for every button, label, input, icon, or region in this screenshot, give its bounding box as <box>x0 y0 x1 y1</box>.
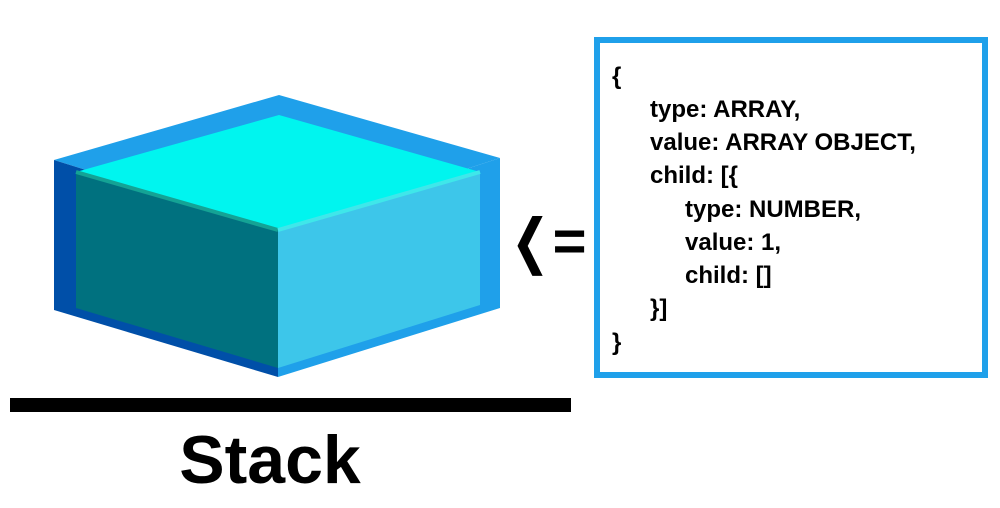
cube-edge-left <box>75 170 279 232</box>
code-line-child-open: child: [{ <box>650 162 738 189</box>
push-arrow: ❬= <box>506 209 586 274</box>
code-line-open-brace: { <box>612 63 622 90</box>
code-line-type: type: ARRAY, <box>650 96 801 123</box>
code-line-child-close: }] <box>650 295 668 322</box>
cube-side-face <box>278 172 480 368</box>
cube-front-face <box>76 172 278 368</box>
stack-base-line <box>10 398 571 412</box>
stack-label: Stack <box>179 422 361 498</box>
code-line-close-brace: } <box>612 329 622 356</box>
code-line-value: value: ARRAY OBJECT, <box>650 129 916 156</box>
code-line-child-child: child: [] <box>685 262 772 289</box>
cube-top-face <box>76 115 480 230</box>
stack-block <box>54 95 500 377</box>
code-object-box: { type: ARRAY, value: ARRAY OBJECT, chil… <box>594 37 988 378</box>
code-line-child-value: value: 1, <box>685 229 782 256</box>
code-line-child-type: type: NUMBER, <box>685 196 862 223</box>
cube-edge-right <box>277 170 481 232</box>
